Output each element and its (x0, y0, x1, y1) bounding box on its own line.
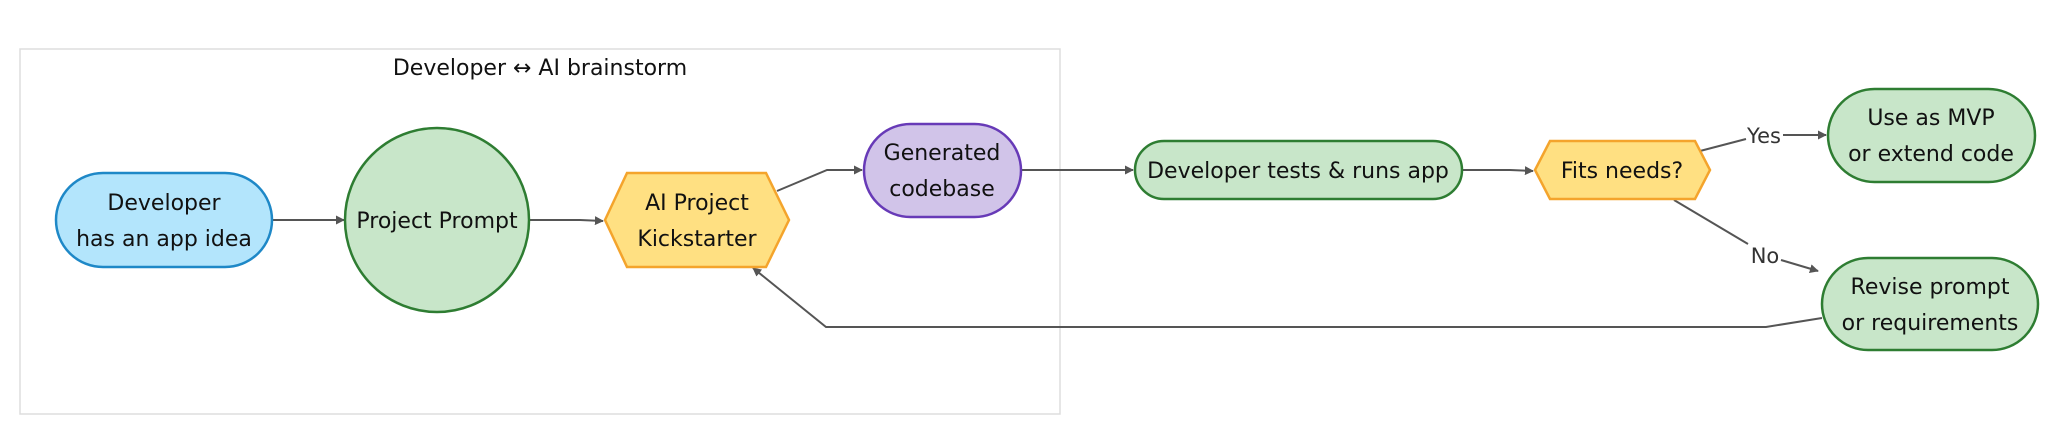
node-project-prompt: Project Prompt (343, 126, 531, 314)
node-use-as-mvp-label: Use as MVP or extend code (1848, 106, 2014, 167)
node-fits-needs-label: Fits needs? (1561, 159, 1683, 184)
node-fits-needs-shape (1533, 139, 1712, 201)
edge-label-no: No (1751, 244, 1780, 268)
kickstarter-label-line-1: AI Project (645, 191, 749, 216)
node-developer-tests: Developer tests & runs app (1133, 139, 1464, 201)
codebase-label-line-2: codebase (889, 177, 995, 202)
edge-prompt-to-kickstarter (530, 216, 604, 226)
node-revise-prompt-shape (1820, 256, 2040, 352)
node-use-as-mvp-shape (1826, 87, 2037, 184)
prompt-label-line-1: Project Prompt (356, 209, 518, 234)
node-developer-idea-label: Developer has an app idea (76, 191, 252, 252)
edge-fits-to-revise-no (1673, 199, 1818, 271)
node-generated-codebase-shape (862, 122, 1023, 219)
node-developer-idea: Developer has an app idea (54, 171, 274, 269)
node-generated-codebase: Generated codebase (862, 122, 1023, 219)
node-revise-prompt-label: Revise prompt or requirements (1842, 275, 2019, 336)
edge-kickstarter-to-codebase (776, 165, 863, 192)
node-generated-codebase-label: Generated codebase (884, 141, 1001, 202)
node-use-as-mvp: Use as MVP or extend code (1826, 87, 2037, 184)
revise-label-line-2: or requirements (1842, 311, 2019, 336)
edge-fits-to-mvp-yes (1699, 135, 1826, 152)
node-developer-tests-shape (1133, 139, 1464, 201)
edge-revise-to-kickstarter (752, 267, 1823, 328)
node-project-prompt-shape (343, 126, 531, 314)
edge-label-yes: Yes (1746, 124, 1781, 148)
node-fits-needs: Fits needs? (1533, 139, 1712, 201)
mvp-label-line-1: Use as MVP (1867, 106, 1994, 131)
node-developer-tests-label: Developer tests & runs app (1147, 159, 1449, 184)
node-ai-kickstarter-shape (603, 171, 791, 269)
brainstorm-group-border (19, 48, 1061, 415)
codebase-label-line-1: Generated (884, 141, 1001, 166)
edge-tests-to-fits (1462, 166, 1534, 176)
node-revise-prompt: Revise prompt or requirements (1820, 256, 2040, 352)
brainstorm-group-title: Developer ↔ AI brainstorm (393, 56, 687, 81)
tests-label-line-1: Developer tests & runs app (1147, 159, 1449, 184)
revise-label-line-1: Revise prompt (1851, 275, 2010, 300)
idea-label-line-2: has an app idea (76, 227, 252, 252)
kickstarter-label-line-2: Kickstarter (637, 227, 757, 252)
edges (272, 135, 1826, 328)
mvp-label-line-2: or extend code (1848, 142, 2014, 167)
brainstorm-group: Developer ↔ AI brainstorm (19, 48, 1061, 415)
node-developer-idea-shape (54, 171, 274, 269)
fits-label-line-1: Fits needs? (1561, 159, 1683, 184)
node-project-prompt-label: Project Prompt (356, 209, 518, 234)
idea-label-line-1: Developer (107, 191, 221, 216)
